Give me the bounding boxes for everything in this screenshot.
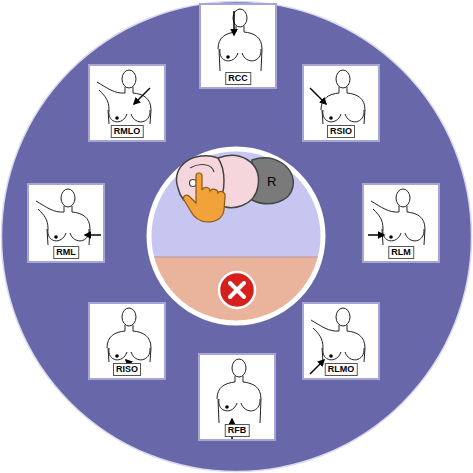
view-label: RLMO bbox=[325, 363, 358, 376]
view-thumbnail: RML bbox=[27, 183, 105, 263]
close-button bbox=[219, 272, 255, 308]
view-label: RCC bbox=[225, 72, 251, 85]
direction-arrow bbox=[310, 360, 324, 374]
direction-arrow bbox=[134, 88, 150, 104]
inner-ring bbox=[149, 149, 323, 323]
view-label: RLM bbox=[388, 246, 414, 259]
direction-arrow bbox=[368, 234, 384, 236]
view-label: RML bbox=[53, 246, 79, 259]
side-letter: R bbox=[267, 174, 276, 189]
breast-icon bbox=[176, 156, 293, 208]
view-label: RSIO bbox=[327, 125, 355, 138]
view-thumbnail: RLMO bbox=[302, 302, 380, 380]
view-thumbnail: RSIO bbox=[302, 64, 380, 142]
view-label: RMLO bbox=[111, 125, 144, 138]
direction-arrow bbox=[85, 234, 101, 236]
view-thumbnail: RLM bbox=[362, 183, 440, 263]
direction-arrow bbox=[310, 88, 326, 104]
view-label: RISO bbox=[113, 363, 141, 376]
hand-pointer bbox=[184, 173, 226, 222]
view-thumbnail: RMLO bbox=[88, 64, 166, 142]
upper-panel bbox=[140, 140, 340, 257]
view-thumbnail: RISO bbox=[88, 302, 166, 380]
direction-arrow bbox=[233, 11, 235, 35]
view-thumbnail: RFB bbox=[198, 353, 276, 441]
view-thumbnail: RCC bbox=[199, 3, 277, 89]
view-label: RFB bbox=[225, 424, 250, 437]
